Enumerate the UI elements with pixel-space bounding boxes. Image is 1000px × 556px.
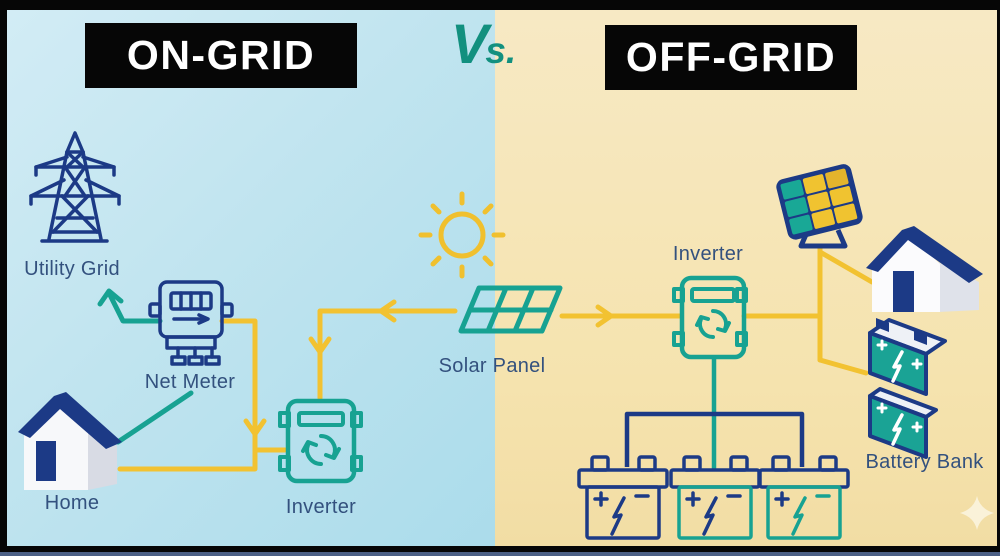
solar-panel-flat-icon: [458, 285, 563, 334]
wire-yellow-right-inverter-panel-house-battery: [741, 244, 875, 376]
off-grid-banner: OFF-GRID: [605, 25, 857, 90]
utility-grid-label: Utility Grid: [24, 258, 120, 280]
home-label: Home: [44, 492, 100, 514]
vs-letter-s: s.: [485, 30, 517, 71]
inverter-left-label: Inverter: [285, 496, 357, 518]
wire-teal-meter-to-grid: [97, 288, 163, 324]
on-grid-banner: ON-GRID: [85, 23, 357, 88]
sync-arrows-icon: [695, 309, 731, 339]
bottom-frame-strip: [0, 552, 1000, 556]
net-meter-label: Net Meter: [144, 371, 236, 393]
battery-teal-navy-icon: [669, 455, 761, 540]
solar-panel-tilted-icon: [776, 164, 863, 249]
battery-bank-icon: [868, 318, 947, 459]
battery-navy-icon: [577, 455, 669, 540]
battery-teal-icon: [758, 455, 850, 540]
inverter-right-label: Inverter: [672, 243, 744, 265]
transmission-tower-icon: [29, 131, 121, 243]
house-right-icon: [866, 226, 983, 312]
wire-navy-battery-bus: [624, 411, 805, 467]
wire-yellow-meter-inverter-home: [117, 318, 288, 472]
sync-arrows-icon: [301, 434, 341, 466]
off-grid-banner-label: OFF-GRID: [625, 34, 837, 80]
wire-yellow-solar-to-left-inverter: [308, 299, 458, 401]
wire-yellow-solar-to-right-inverter: [559, 304, 683, 328]
net-meter-icon: [148, 280, 234, 366]
inverter-icon: [278, 398, 363, 484]
solar-panel-label: Solar Panel: [438, 355, 546, 377]
wire-teal-home-to-meter: [115, 390, 194, 445]
on-grid-banner-label: ON-GRID: [126, 32, 316, 78]
vs-letter-v: V: [451, 12, 489, 75]
sparkle-icon: [960, 496, 994, 530]
home-icon: [18, 392, 122, 490]
battery-bank-label: Battery Bank: [865, 451, 984, 473]
vs-text: V s.: [451, 16, 516, 72]
sun-icon: [418, 191, 506, 279]
inverter-icon: [672, 275, 748, 360]
